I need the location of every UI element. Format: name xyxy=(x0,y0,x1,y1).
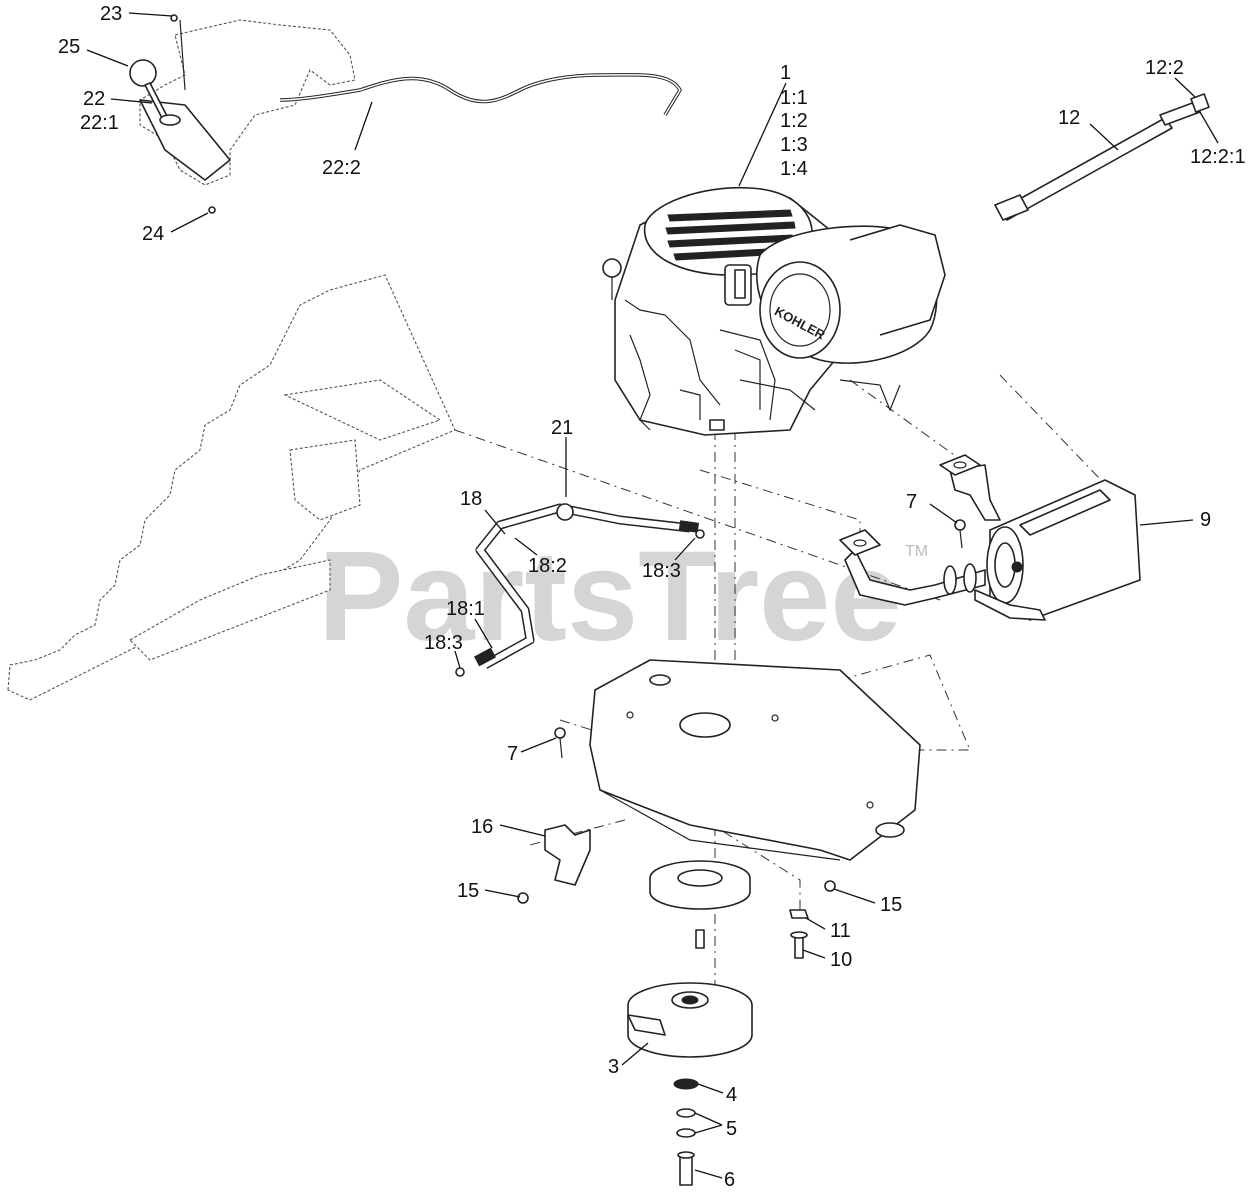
callout-18-3-top: 18:3 xyxy=(642,560,681,582)
callout-22-2: 22:2 xyxy=(322,157,361,179)
engine: KOHLER xyxy=(602,186,946,436)
callout-21: 21 xyxy=(551,417,573,439)
callout-1-3: 1:3 xyxy=(780,134,808,156)
bracket-16 xyxy=(517,519,966,959)
callout-7-upper: 7 xyxy=(906,491,917,513)
engine-deck-plate xyxy=(589,659,921,861)
callout-5: 5 xyxy=(726,1118,737,1140)
fuel-hose xyxy=(455,503,705,677)
callout-16: 16 xyxy=(471,816,493,838)
watermark-tm: TM xyxy=(905,543,928,560)
callout-12: 12 xyxy=(1058,107,1080,129)
callout-18-3-bottom: 18:3 xyxy=(424,632,463,654)
callout-1-2: 1:2 xyxy=(780,110,808,132)
callout-22: 22 xyxy=(83,88,105,110)
callout-11: 11 xyxy=(830,920,851,942)
callout-9: 9 xyxy=(1200,509,1211,531)
callout-6: 6 xyxy=(724,1169,735,1191)
callout-18-1: 18:1 xyxy=(446,598,485,620)
callout-24: 24 xyxy=(142,223,164,245)
throttle-bracket xyxy=(129,14,682,214)
callout-18: 18 xyxy=(460,488,482,510)
callout-12-2: 12:2 xyxy=(1145,57,1184,79)
callout-1-1: 1:1 xyxy=(780,87,808,109)
callout-7-lower: 7 xyxy=(507,743,518,765)
watermark-text: PartsTree xyxy=(318,525,902,668)
dipstick-tube xyxy=(994,93,1210,221)
callout-22-1: 22:1 xyxy=(80,112,119,134)
callout-3: 3 xyxy=(608,1056,619,1078)
muffler xyxy=(974,479,1141,621)
pto-clutch xyxy=(627,860,753,1186)
leader-lines xyxy=(86,12,1219,1179)
callout-1-4: 1:4 xyxy=(780,158,808,180)
callout-12-2-1: 12:2:1 xyxy=(1190,146,1246,168)
callout-15-right: 15 xyxy=(880,894,902,916)
watermark: PartsTree TM xyxy=(318,525,928,668)
callout-15-left: 15 xyxy=(457,880,479,902)
callout-18-2: 18:2 xyxy=(528,555,567,577)
callout-10: 10 xyxy=(830,949,852,971)
exhaust-pipes xyxy=(839,454,1001,606)
callout-25: 25 xyxy=(58,36,80,58)
engine-grille-icon xyxy=(665,209,796,261)
callout-23: 23 xyxy=(100,3,122,25)
callout-1: 1 xyxy=(780,62,791,84)
callout-labels: 23 25 22 22:1 22:2 24 1 1:1 1:2 1:3 1:4 … xyxy=(58,3,1246,1191)
frame-ghost xyxy=(7,274,456,701)
callout-4: 4 xyxy=(726,1084,737,1106)
